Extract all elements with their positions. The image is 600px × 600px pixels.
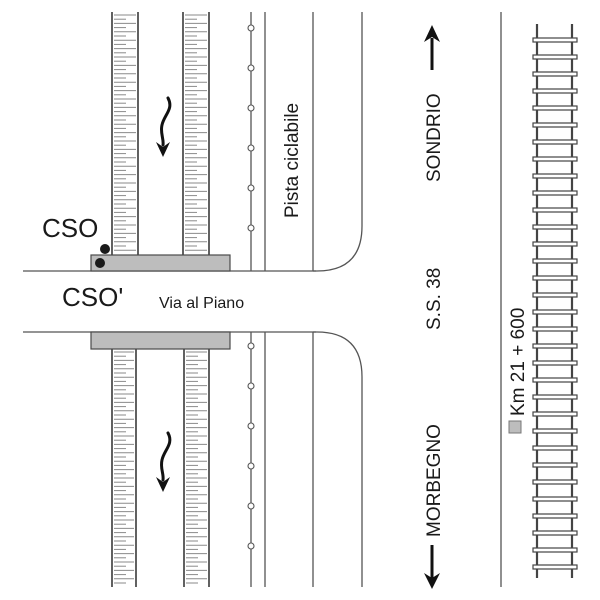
km-marker-icon (508, 420, 522, 434)
rail-tie (532, 496, 578, 502)
rail-tie (532, 139, 578, 145)
rail-tie (532, 241, 578, 247)
rail-tie (532, 173, 578, 179)
ss38-west-edge-south-curve (313, 331, 363, 587)
rail-tie (532, 122, 578, 128)
bike-post-icon (247, 502, 255, 510)
pista-ciclabile-label: Pista ciclabile (282, 103, 303, 218)
bike-post-icon (247, 422, 255, 430)
rail-tie (532, 513, 578, 519)
bike-post-icon (247, 184, 255, 192)
ss38-label: S.S. 38 (424, 268, 445, 330)
bike-post-icon (247, 342, 255, 350)
bike-post-icon (247, 542, 255, 550)
cso-point-icon (100, 244, 110, 254)
morbegno-label: MORBEGNO (424, 424, 445, 537)
rail-tie (532, 530, 578, 536)
arrow-up-icon (424, 25, 440, 70)
culvert-north (90, 254, 231, 272)
flow-arrow-north-icon (156, 96, 172, 157)
ditch-right-north (182, 12, 210, 255)
flow-arrow-south-icon (156, 431, 172, 492)
rail-tie (532, 445, 578, 451)
cso-label: CSO (42, 213, 98, 243)
rail-tie (532, 37, 578, 43)
bike-path-posts (247, 24, 255, 550)
bike-post-icon (247, 382, 255, 390)
km-marker-label: Km 21 + 600 (508, 308, 529, 416)
bike-post-icon (247, 24, 255, 32)
rail-tie (532, 190, 578, 196)
rail-tie (532, 411, 578, 417)
rail-tie (532, 54, 578, 60)
rail-tie (532, 105, 578, 111)
cso-prime-label: CSO' (62, 282, 123, 312)
ditch-left-north (111, 12, 139, 255)
rail-tie (532, 479, 578, 485)
rail-tie (532, 394, 578, 400)
bike-post-icon (247, 64, 255, 72)
rail-tie (532, 428, 578, 434)
rail-tie (532, 564, 578, 570)
rail-tie (532, 275, 578, 281)
ditch-left-south (111, 349, 137, 587)
bike-post-icon (247, 224, 255, 232)
railway-track-icon (532, 24, 578, 578)
ditch-right-south (183, 349, 210, 587)
via-al-piano-label: Via al Piano (159, 295, 244, 312)
rail-tie (532, 71, 578, 77)
bike-post-icon (247, 144, 255, 152)
arrow-down-icon (424, 545, 440, 589)
cso-prime-point-icon (95, 258, 105, 268)
rail-tie (532, 462, 578, 468)
rail-tie (532, 377, 578, 383)
rail-tie (532, 343, 578, 349)
ss38-west-edge-north-curve (313, 12, 363, 272)
rail-tie (532, 88, 578, 94)
culvert-south (90, 331, 231, 350)
rail-tie (532, 258, 578, 264)
rail-tie (532, 292, 578, 298)
rail-tie (532, 156, 578, 162)
rail-tie (532, 547, 578, 553)
rail-tie (532, 224, 578, 230)
rail-tie (532, 326, 578, 332)
bike-post-icon (247, 462, 255, 470)
bike-post-icon (247, 104, 255, 112)
sondrio-label: SONDRIO (424, 93, 445, 182)
rail-tie (532, 207, 578, 213)
rail-tie (532, 309, 578, 315)
rail-tie (532, 360, 578, 366)
